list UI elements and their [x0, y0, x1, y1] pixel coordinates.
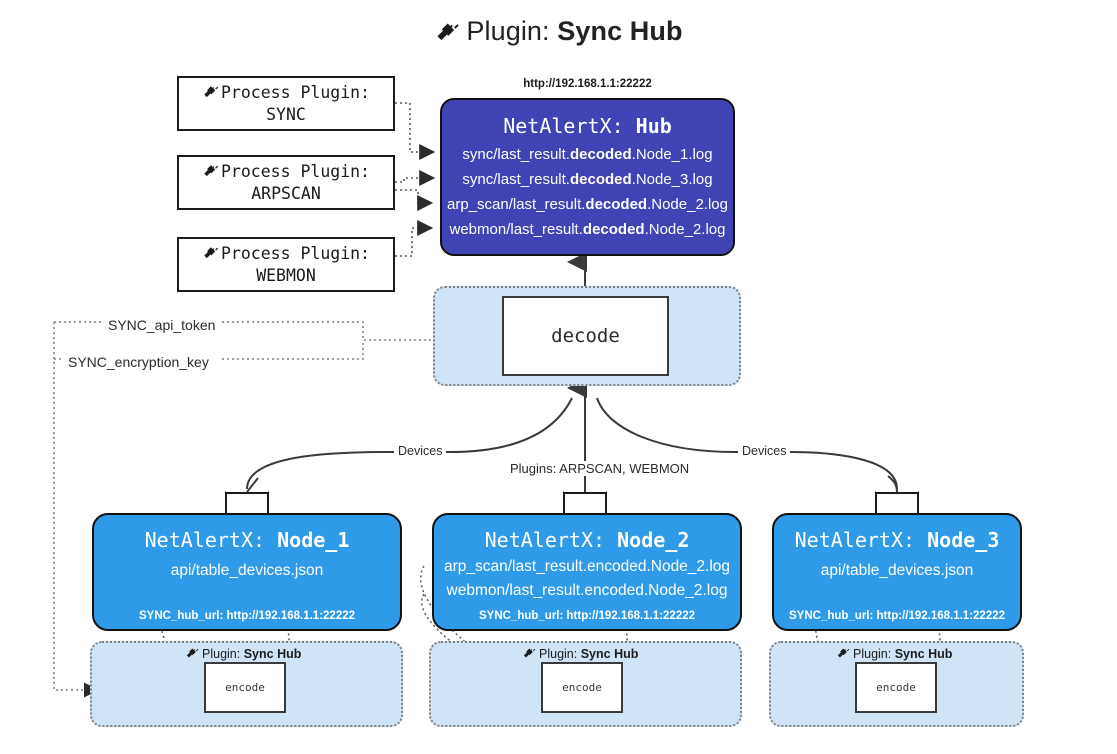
node-line-list: api/table_devices.json — [171, 562, 324, 580]
hub-title-prefix: NetAlertX: — [503, 114, 624, 138]
process-plugin-label: Process Plugin: — [220, 243, 370, 263]
hub-log-row: arp_scan/last_result.decoded.Node_2.log — [447, 196, 728, 213]
node-title: NetAlertX: Node_1 — [144, 528, 350, 552]
plug-icon — [185, 645, 199, 662]
edge-encryption-key-to-plugins — [53, 322, 99, 698]
plugin-label-prefix: Plugin: — [202, 646, 241, 661]
envelope-stem-3 — [887, 475, 898, 493]
edge-label-plugins: Plugins: ARPSCAN, WEBMON — [506, 461, 694, 476]
plug-icon — [202, 161, 219, 184]
node-3[interactable]: NetAlertX: Node_3 api/table_devices.json… — [772, 513, 1022, 631]
edge-node1-to-decode — [449, 397, 573, 453]
encode-box-2[interactable]: encode — [541, 662, 623, 713]
title-name: Sync Hub — [557, 16, 683, 46]
encode-box-3[interactable]: encode — [855, 662, 937, 713]
sync-encryption-key-label: SYNC_encryption_key — [63, 354, 214, 370]
hub-log-row: webmon/last_result.decoded.Node_2.log — [449, 221, 726, 238]
hub-log-row: sync/last_result.decoded.Node_3.log — [462, 171, 713, 188]
plug-icon — [202, 82, 219, 105]
process-plugin-webmon[interactable]: Process Plugin: WEBMON — [177, 237, 395, 292]
node-title: NetAlertX: Node_2 — [484, 528, 690, 552]
node-line: arp_scan/last_result.encoded.Node_2.log — [443, 558, 731, 575]
plugin-container-label-1: Plugin: Sync Hub — [185, 645, 301, 662]
plug-icon — [434, 17, 460, 50]
title-prefix: Plugin: — [466, 16, 550, 46]
node-line: webmon/last_result.encoded.Node_2.log — [446, 582, 728, 599]
process-plugin-label: Process Plugin: — [220, 161, 370, 181]
edge-label-devices-right: Devices — [738, 444, 791, 458]
hub-log-row: sync/last_result.decoded.Node_1.log — [462, 146, 713, 163]
sync-api-token-label: SYNC_api_token — [103, 317, 221, 333]
process-plugin-label: Process Plugin: — [220, 82, 370, 102]
process-plugin-name: ARPSCAN — [251, 183, 321, 203]
hub-node[interactable]: NetAlertX: Hub sync/last_result.decoded.… — [440, 98, 735, 256]
hub-title-name: Hub — [635, 114, 672, 138]
plugin-label-prefix: Plugin: — [853, 646, 892, 661]
hub-title: NetAlertX: Hub — [503, 114, 672, 138]
envelope-stem-1 — [246, 477, 259, 493]
edge-sync-to-hub-1 — [395, 102, 436, 160]
node-hub-url: SYNC_hub_url: http://192.168.1.1:22222 — [788, 610, 1006, 622]
process-plugin-name: SYNC — [266, 104, 306, 124]
node-hub-url: SYNC_hub_url: http://192.168.1.1:22222 — [138, 610, 356, 622]
plugin-label-name: Sync Hub — [580, 646, 639, 661]
node-2[interactable]: NetAlertX: Node_2 arp_scan/last_result.e… — [432, 513, 742, 631]
process-plugin-sync[interactable]: Process Plugin: SYNC — [177, 76, 395, 131]
node-line: api/table_devices.json — [820, 562, 974, 579]
node-line-list: arp_scan/last_result.encoded.Node_2.log … — [444, 558, 730, 600]
edge-webmon-to-hub-4 — [395, 220, 434, 257]
plug-icon — [836, 645, 850, 662]
hub-url-label: http://192.168.1.1:22222 — [523, 78, 652, 90]
node-line-list: api/table_devices.json — [821, 562, 974, 580]
node-hub-url: SYNC_hub_url: http://192.168.1.1:22222 — [478, 610, 696, 622]
plugin-container-label-3: Plugin: Sync Hub — [836, 645, 952, 662]
plug-icon — [522, 645, 536, 662]
edge-arpscan-to-hub-3 — [395, 189, 434, 211]
node-line: api/table_devices.json — [170, 562, 324, 579]
process-plugin-arpscan[interactable]: Process Plugin: ARPSCAN — [177, 155, 395, 210]
edge-arpscan-to-hub-2 — [395, 170, 436, 186]
plugin-container-label-2: Plugin: Sync Hub — [522, 645, 638, 662]
page-title: Plugin: Sync Hub — [0, 16, 1117, 50]
node-1[interactable]: NetAlertX: Node_1 api/table_devices.json… — [92, 513, 402, 631]
plugin-label-name: Sync Hub — [243, 646, 302, 661]
plugin-label-prefix: Plugin: — [539, 646, 578, 661]
plug-icon — [202, 243, 219, 266]
edge-label-devices-left: Devices — [394, 444, 447, 458]
plugin-label-name: Sync Hub — [894, 646, 953, 661]
decode-box[interactable]: decode — [502, 296, 669, 376]
node-title: NetAlertX: Node_3 — [794, 528, 1000, 552]
hub-log-list: sync/last_result.decoded.Node_1.log sync… — [442, 146, 733, 238]
encode-box-1[interactable]: encode — [204, 662, 286, 713]
edge-node3-to-decode — [596, 397, 736, 453]
process-plugin-name: WEBMON — [256, 265, 316, 285]
edge-encryption-key-join — [222, 340, 364, 360]
